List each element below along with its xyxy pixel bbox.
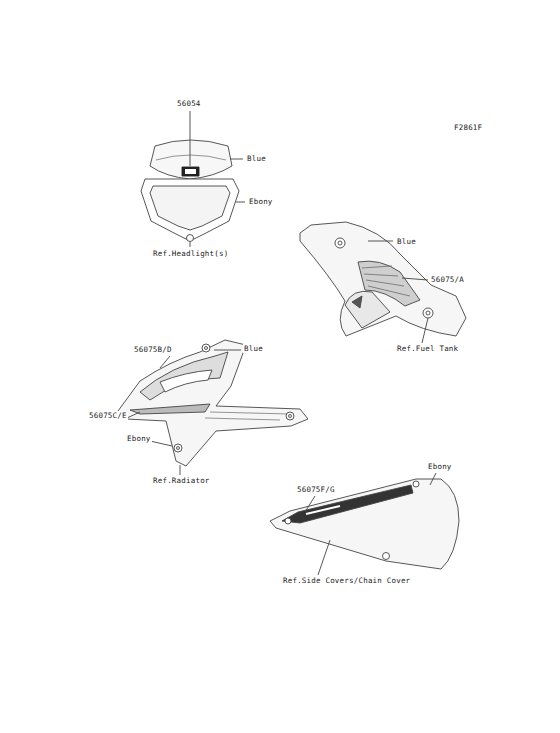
callout-number: 56075B/D: [133, 345, 173, 354]
color-label: Blue: [243, 344, 264, 353]
reference-label: Ref.Headlight(s): [152, 249, 229, 258]
color-label: Ebony: [248, 197, 274, 206]
reference-label: Ref.Side Covers/Chain Cover: [282, 576, 411, 585]
callout-number: 56075/A: [430, 275, 465, 284]
figure-number: F2861F: [453, 123, 483, 132]
color-label: Blue: [246, 154, 267, 163]
callout-number: 56054: [176, 99, 202, 108]
color-label: Blue: [396, 237, 417, 246]
callout-number: 56075F/G: [296, 485, 336, 494]
color-label: Ebony: [126, 434, 152, 443]
reference-label: Ref.Fuel Tank: [396, 344, 459, 353]
callout-number: 56075C/E: [88, 411, 128, 420]
reference-label: Ref.Radiator: [152, 476, 211, 485]
color-label: Ebony: [427, 462, 453, 471]
